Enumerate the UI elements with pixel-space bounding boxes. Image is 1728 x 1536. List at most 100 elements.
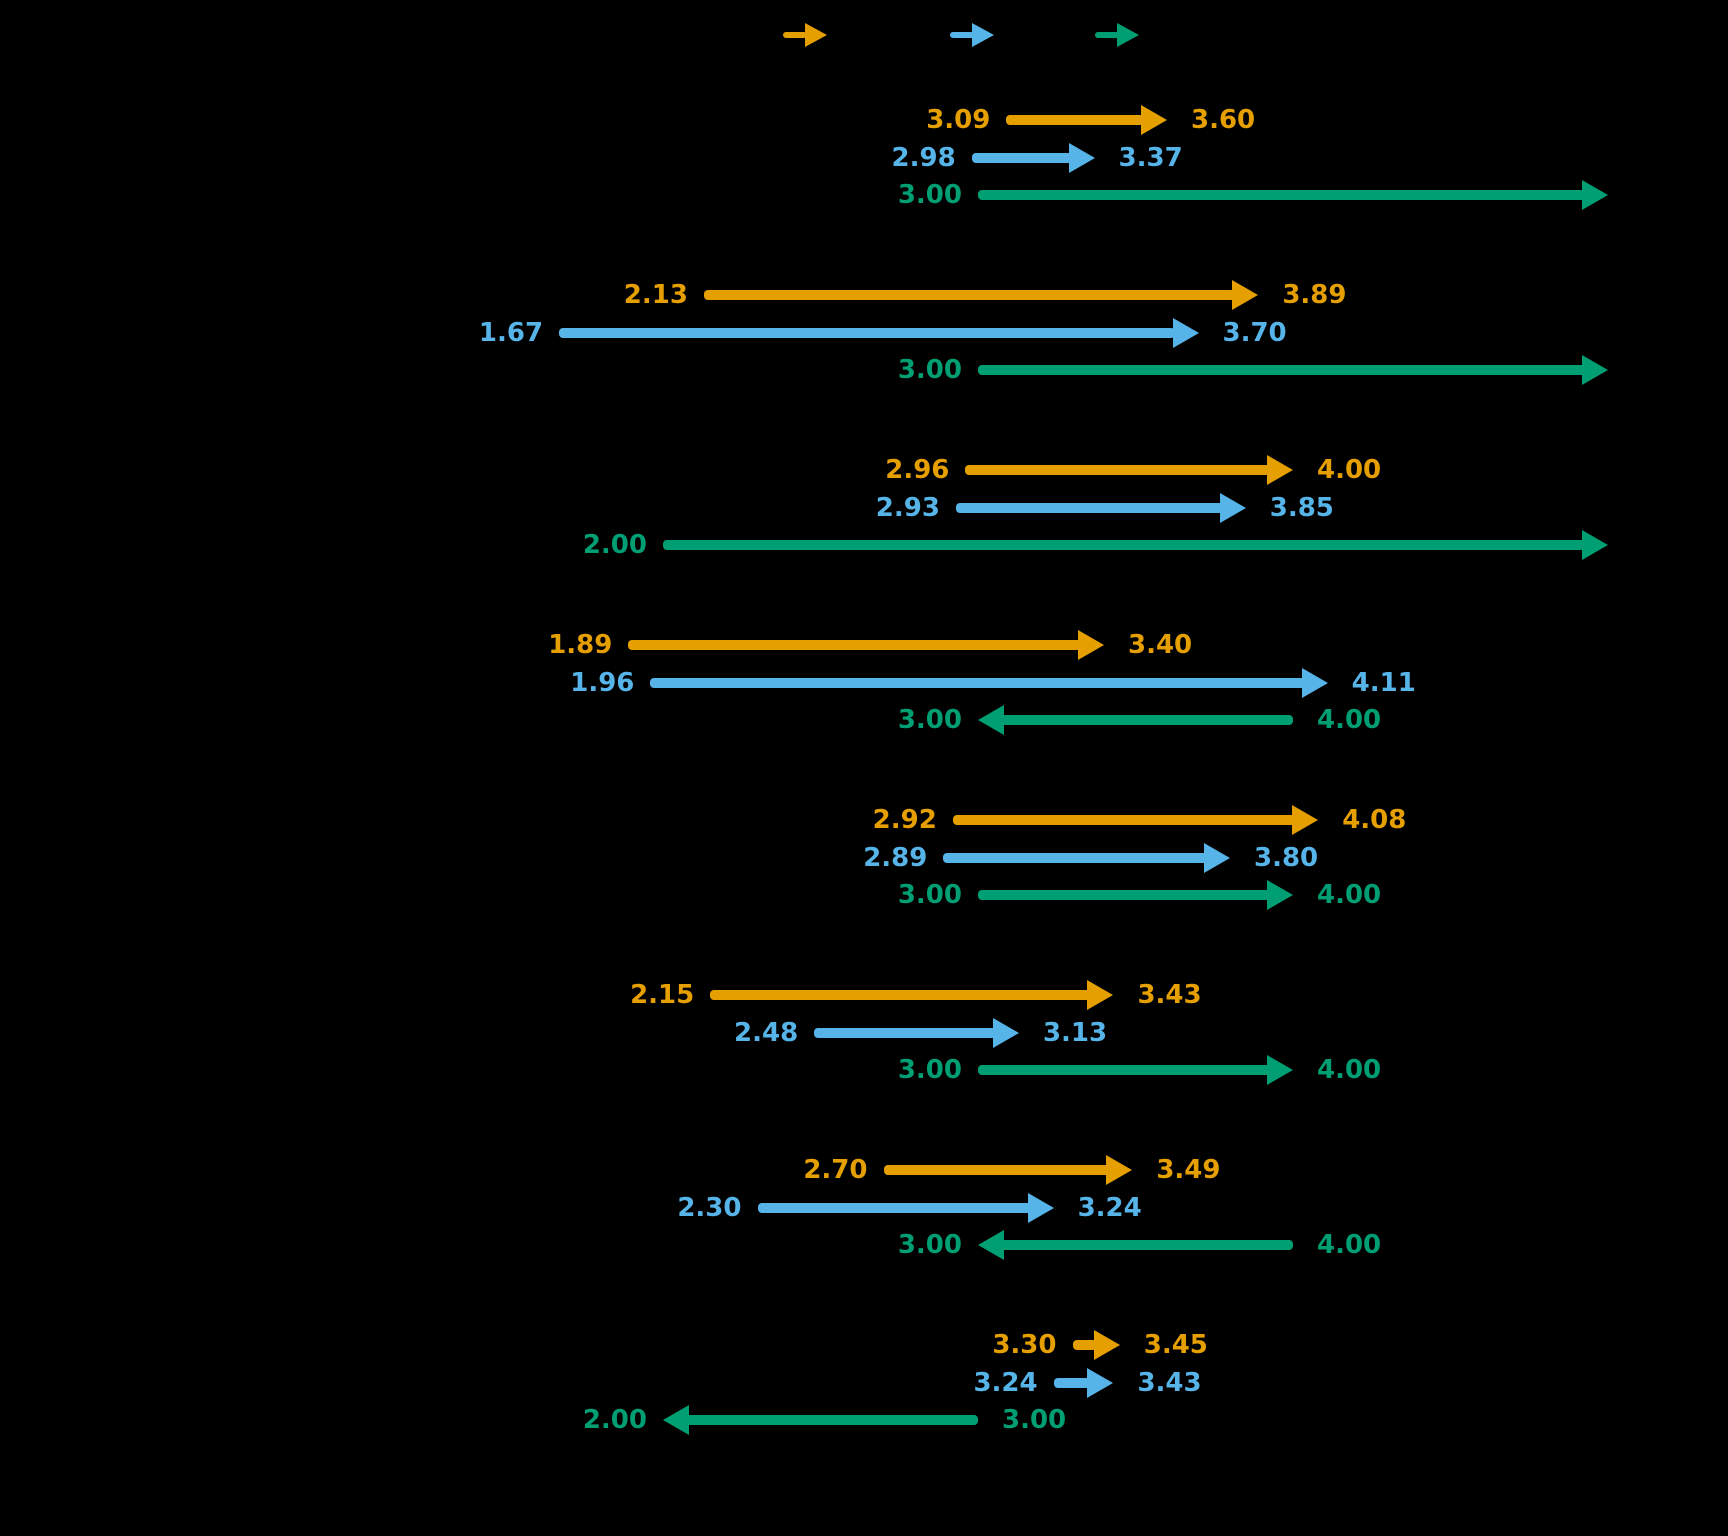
arrow-start-value-label: 4.00 (1317, 1230, 1382, 1260)
arrow-line-blue (955, 502, 1223, 513)
arrow-head-icon-green (978, 1230, 1004, 1260)
arrow-head-icon-blue (1172, 317, 1199, 348)
arrow-head-icon-blue (1027, 1192, 1054, 1223)
arrow-end-value-label: 3.24 (1077, 1192, 1142, 1223)
arrow-head-icon-green (663, 1405, 689, 1435)
arrow-head-icon-blue (1087, 1367, 1114, 1398)
arrow-end-value-label: 3.43 (1137, 1367, 1202, 1398)
arrow-end-value-label: 4.00 (1317, 455, 1382, 485)
arrow-head-icon-green (1267, 1055, 1293, 1085)
arrow-end-value-label: 3.60 (1191, 105, 1256, 135)
arrow-start-value-label: 3.00 (897, 880, 962, 910)
arrow-end-value-label: 4.00 (1317, 880, 1382, 910)
arrow-start-value-label: 2.70 (803, 1155, 868, 1185)
arrow-line-orange (710, 990, 1091, 1000)
arrow-head-icon-orange (1267, 455, 1293, 485)
arrow-end-value-label: 3.40 (1128, 630, 1193, 660)
arrow-end-value-label: 4.00 (1317, 1055, 1382, 1085)
arrow-line-blue (757, 1202, 1031, 1213)
arrow-start-value-label: 1.67 (478, 317, 544, 348)
arrow-line-green (1001, 715, 1293, 725)
arrow-line-blue (650, 677, 1305, 688)
arrow-head-icon-orange (1232, 280, 1259, 310)
arrow-line-orange (703, 290, 1236, 300)
arrow-line-blue (814, 1027, 996, 1038)
arrow-end-value-label: 2.00 (582, 1405, 647, 1435)
arrow-end-value-label: 3.37 (1118, 142, 1183, 173)
arrow-head-icon-green (1582, 530, 1608, 560)
arrow-start-value-label: 3.09 (926, 105, 991, 135)
arrow-head-icon-blue (1204, 842, 1230, 873)
arrow-head-icon-orange (1106, 1155, 1133, 1185)
arrow-start-value-label: 2.92 (872, 805, 937, 835)
arrow-line-orange (952, 815, 1296, 825)
arrow-line-green (978, 890, 1270, 900)
arrow-start-value-label: 2.30 (677, 1192, 742, 1223)
arrow-end-value-label: 3.00 (897, 705, 962, 735)
arrow-line-green (663, 540, 1585, 550)
arrow-end-value-label: 3.85 (1269, 492, 1334, 523)
arrow-head-icon-orange (1087, 980, 1114, 1010)
arrow-end-value-label: 3.00 (897, 1230, 962, 1260)
arrow-line-blue (971, 152, 1072, 163)
arrow-head-icon-orange (1078, 630, 1104, 660)
arrow-line-green (978, 365, 1585, 375)
arrow-start-value-label: 4.00 (1317, 705, 1382, 735)
arrow-start-value-label: 3.00 (897, 1055, 962, 1085)
arrow-end-value-label: 3.45 (1143, 1330, 1208, 1360)
legend-arrow-line-orange (783, 32, 807, 38)
arrow-head-icon-green (1267, 880, 1293, 910)
arrow-start-value-label: 2.13 (623, 280, 688, 310)
arrow-start-value-label: 3.30 (992, 1330, 1057, 1360)
arrow-start-value-label: 1.89 (548, 630, 613, 660)
arrow-start-value-label: 2.96 (885, 455, 950, 485)
arrow-line-green (686, 1415, 978, 1425)
arrow-line-blue (943, 852, 1207, 863)
arrow-line-orange (965, 465, 1270, 475)
arrow-head-icon-orange (1093, 1330, 1120, 1360)
arrow-line-orange (628, 640, 1081, 650)
arrow-end-value-label: 3.49 (1156, 1155, 1221, 1185)
arrow-end-value-label: 3.70 (1222, 317, 1287, 348)
arrow-end-value-label: 4.08 (1342, 805, 1407, 835)
arrow-head-icon-green (978, 705, 1004, 735)
arrow-end-value-label: 3.43 (1137, 980, 1202, 1010)
arrow-start-value-label: 2.15 (630, 980, 695, 1010)
arrow-line-orange (1006, 115, 1144, 125)
legend-arrow-line-green (1095, 32, 1119, 38)
legend-arrow-head-icon-orange (805, 23, 827, 47)
arrow-end-value-label: 3.89 (1282, 280, 1347, 310)
arrow-line-blue (1053, 1377, 1091, 1388)
arrow-head-icon-blue (1301, 667, 1328, 698)
arrow-head-icon-orange (1292, 805, 1319, 835)
arrow-line-orange (1072, 1340, 1097, 1350)
arrow-start-value-label: 3.24 (973, 1367, 1038, 1398)
arrow-line-green (1001, 1240, 1293, 1250)
arrow-start-value-label: 2.00 (582, 530, 647, 560)
legend-arrow-head-icon-blue (972, 23, 994, 47)
arrow-end-value-label: 4.11 (1351, 667, 1416, 698)
arrow-line-blue (559, 327, 1176, 338)
arrow-start-value-label: 2.93 (875, 492, 940, 523)
arrow-start-value-label: 2.98 (891, 142, 956, 173)
arrow-line-green (978, 1065, 1270, 1075)
arrow-head-icon-orange (1141, 105, 1167, 135)
arrow-start-value-label: 3.00 (897, 180, 962, 210)
arrow-head-icon-blue (1219, 492, 1246, 523)
arrow-start-value-label: 3.00 (1002, 1405, 1067, 1435)
arrow-start-value-label: 3.00 (897, 355, 962, 385)
arrow-head-icon-blue (1068, 142, 1095, 173)
arrow-end-value-label: 3.13 (1042, 1017, 1108, 1048)
arrow-head-icon-green (1582, 180, 1608, 210)
legend-arrow-head-icon-green (1117, 23, 1139, 47)
arrow-end-value-label: 3.80 (1254, 842, 1319, 873)
arrow-line-orange (883, 1165, 1110, 1175)
arrow-start-value-label: 1.96 (570, 667, 635, 698)
chart-legend (0, 0, 1728, 70)
arrow-head-icon-blue (992, 1017, 1019, 1048)
legend-arrow-line-blue (950, 32, 974, 38)
arrow-start-value-label: 2.89 (863, 842, 928, 873)
arrow-head-icon-green (1582, 355, 1608, 385)
arrow-start-value-label: 2.48 (734, 1017, 799, 1048)
